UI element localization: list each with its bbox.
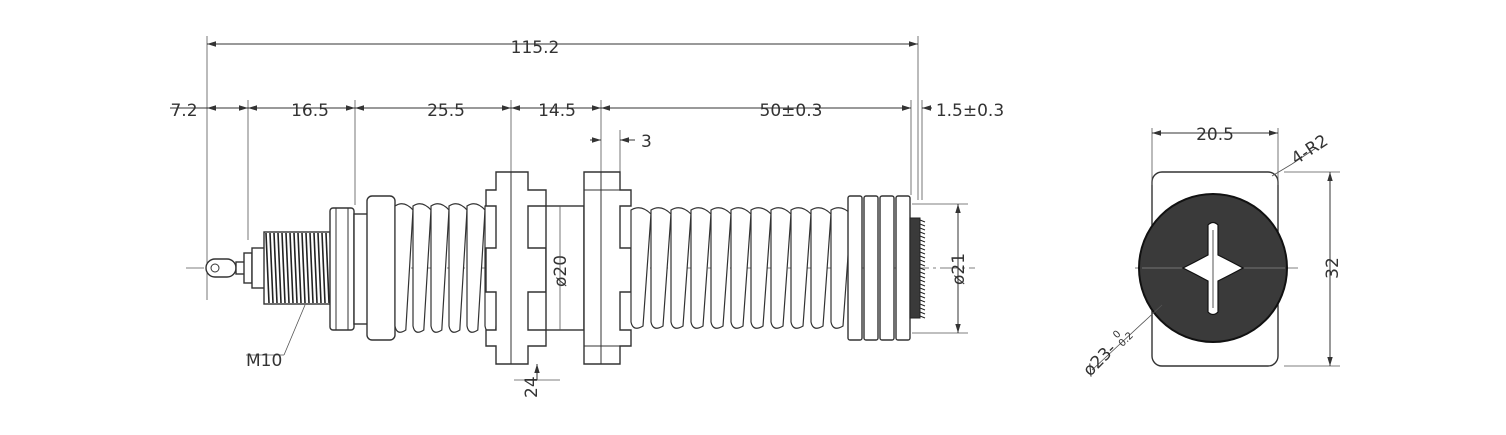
side-view: 115.2 7.2 16.5 25.5 14.5 50±0.3 1.5±0.3 … (170, 36, 1004, 398)
end-cap-discs (847, 195, 926, 341)
flange-height-label: 24 (522, 376, 542, 398)
corner-radius-label: 4-R2 (1288, 131, 1332, 169)
dim-50: 50±0.3 (760, 101, 823, 121)
threaded-stud (263, 231, 334, 305)
dim-7-2: 7.2 (170, 101, 197, 121)
dim-1-5: 1.5±0.3 (936, 101, 1004, 121)
overall-length-label: 115.2 (511, 38, 560, 58)
spring-left (394, 203, 504, 333)
end-height-label: 32 (1323, 257, 1343, 279)
mounting-nut (329, 207, 369, 331)
extension-lines (206, 36, 968, 381)
dim-16-5: 16.5 (291, 101, 329, 121)
center-body (545, 205, 585, 331)
spring-right (630, 207, 852, 329)
dim-flange-width: 3 (641, 132, 652, 152)
end-diameter-label: ø23- 0 0.2 (1079, 329, 1136, 381)
dim-25-5: 25.5 (427, 101, 465, 121)
flange-left (485, 171, 547, 365)
left-cap (366, 195, 396, 341)
flange-right (583, 171, 632, 365)
terminal-lug (205, 247, 267, 289)
dim-14-5: 14.5 (538, 101, 576, 121)
dia-body-label: ø20 (551, 255, 571, 287)
svg-text:ø23-: ø23- (1079, 339, 1120, 380)
thread-label: M10 (246, 351, 282, 371)
end-view: 20.5 32 4-R2 ø23- 0 0.2 (1079, 125, 1343, 381)
end-width-label: 20.5 (1196, 125, 1234, 145)
dia-cap-label: ø21 (949, 253, 969, 285)
